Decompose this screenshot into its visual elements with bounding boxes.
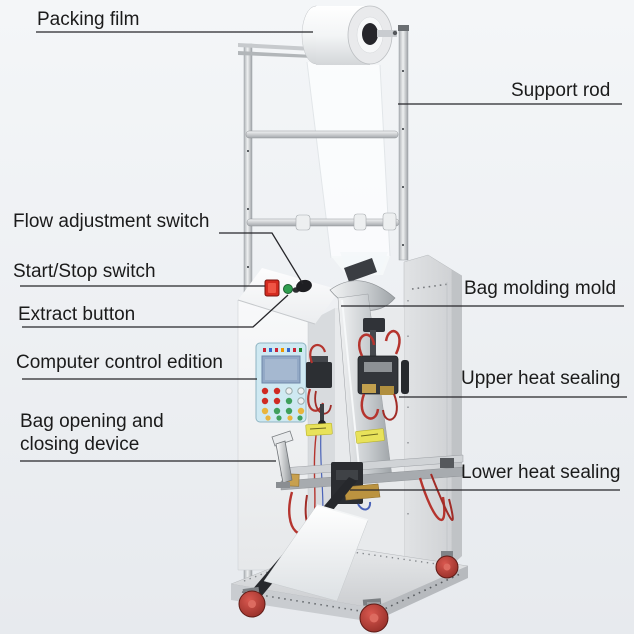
computer-control-panel [255, 342, 307, 423]
bag-opening-closing-device [271, 430, 294, 488]
panel-header-marks [263, 348, 302, 352]
start-stop-switch [264, 279, 280, 297]
label-extract-button: Extract button [18, 304, 136, 325]
annotation-lines [20, 31, 627, 491]
label-bag-opening-line1: Bag opening and [20, 411, 164, 432]
label-bag-molding-mold: Bag molding mold [464, 278, 617, 299]
label-start-stop-switch: Start/Stop switch [13, 261, 156, 282]
support-rod [398, 25, 409, 261]
lower-heat-sealing [280, 454, 464, 504]
extract-button [283, 284, 293, 294]
panel-buttons [261, 387, 305, 421]
label-bag-opening-closing: Bag opening and closing device [20, 410, 164, 456]
output-slide [246, 477, 369, 603]
upper-heat-sealing [306, 318, 409, 525]
film-guide-rollers [245, 130, 400, 231]
label-upper-heat-sealing: Upper heat sealing [461, 368, 621, 389]
caster-wheels [238, 551, 459, 633]
label-computer-control: Computer control edition [16, 352, 223, 373]
packing-film-roll [301, 5, 398, 65]
flow-adjustment-line [219, 232, 304, 285]
machine-tower [403, 254, 463, 566]
extract-button-line [22, 294, 289, 328]
warning-labels [305, 422, 385, 444]
flow-adjustment-knob [292, 279, 312, 293]
label-packing-film: Packing film [37, 9, 140, 30]
label-flow-adjustment: Flow adjustment switch [13, 211, 210, 232]
label-bag-opening-line2: closing device [20, 434, 140, 455]
label-lower-heat-sealing: Lower heat sealing [461, 462, 621, 483]
label-support-rod: Support rod [511, 80, 611, 101]
